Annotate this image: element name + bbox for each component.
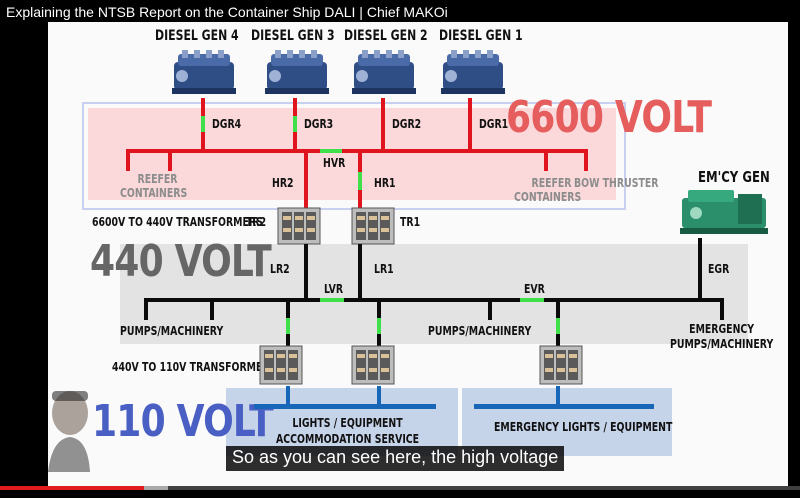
- dgr2-label: DGR2: [392, 117, 422, 131]
- transformer-icon: [351, 345, 395, 385]
- transformer-lv-label: 440V TO 110V TRANSFORMERS: [112, 360, 277, 374]
- egr-feeder: [698, 238, 702, 298]
- zone-110-right: [462, 388, 672, 456]
- breaker-dgr3: [293, 116, 297, 132]
- presenter-avatar: [48, 391, 90, 472]
- hr1-label: HR1: [374, 176, 396, 190]
- reefer-right-line-1: REEFER: [531, 176, 572, 190]
- lv-branch: [720, 298, 724, 320]
- emcy-gen-label: EM'CY GEN: [698, 168, 770, 186]
- diesel-engine-icon: [352, 50, 416, 94]
- breaker-dgr1: [468, 116, 472, 132]
- lv-branch: [144, 298, 148, 320]
- subtitle-caption: So as you can see here, the high voltage: [226, 446, 565, 471]
- pumps-mid-label: PUMPS/MACHINERY: [428, 324, 532, 338]
- hvr-label: HVR: [323, 156, 346, 170]
- transformer-icon: [259, 345, 303, 385]
- zone-6600: [88, 108, 616, 200]
- transformer-icon: [277, 207, 321, 245]
- breaker-dgr2: [381, 116, 385, 132]
- elv-feeder: [556, 386, 560, 406]
- zone-440: [120, 244, 748, 344]
- voltage-110-label: 110 VOLT: [92, 396, 274, 447]
- tr1-label: TR1: [400, 215, 421, 229]
- lights-service-line-1: LIGHTS / EQUIPMENT: [292, 416, 403, 430]
- reefer-left-line-2: CONTAINERS: [120, 186, 188, 200]
- gen-label-1: DIESEL GEN 1: [439, 28, 523, 44]
- reefer-right-line-2: CONTAINERS: [514, 190, 582, 204]
- lv-branch: [488, 298, 492, 320]
- diesel-engine-icon: [172, 50, 236, 94]
- hv-bus-right: [342, 149, 588, 153]
- progress-played: [0, 486, 144, 490]
- breaker-hr2: [304, 172, 308, 190]
- emergency-pumps-line-2: PUMPS/MACHINERY: [670, 337, 774, 351]
- video-frame[interactable]: 6600 VOLT 440 VOLT 110 VOLT DIESEL GEN 4…: [48, 22, 788, 486]
- reefer-left-label: REEFER CONTAINERS: [120, 172, 187, 200]
- reefer-right-label: REEFER CONTAINERS: [514, 176, 581, 204]
- transformer-hv-label: 6600V TO 440V TRANSFORMERS: [92, 215, 263, 229]
- breaker-lr1: [358, 256, 362, 274]
- breaker-lv-to-elv: [286, 318, 290, 334]
- pumps-left-label: PUMPS/MACHINERY: [120, 324, 224, 338]
- voltage-440-label: 440 VOLT: [90, 236, 272, 287]
- breaker-hvr: [320, 149, 342, 153]
- dgr3-label: DGR3: [304, 117, 334, 131]
- hv-branch: [584, 149, 588, 171]
- video-progress-bar[interactable]: [0, 486, 800, 490]
- progress-buffered: [144, 486, 168, 490]
- lv-bus-mid: [344, 298, 520, 302]
- breaker-lv-to-elv: [556, 318, 560, 334]
- gen-label-2: DIESEL GEN 2: [344, 28, 428, 44]
- bow-thruster-label: BOW THRUSTER: [574, 176, 659, 190]
- dgr1-label: DGR1: [479, 117, 509, 131]
- reefer-left-line-1: REEFER: [137, 172, 178, 186]
- elv-feeder: [377, 386, 381, 406]
- lv-bus-emergency: [544, 298, 722, 302]
- lv-bus-left: [144, 298, 320, 302]
- hv-branch: [544, 149, 548, 171]
- tr2-label: TR2: [246, 215, 267, 229]
- lights-service-line-2: ACCOMMODATION SERVICE: [276, 432, 420, 446]
- elv-bus-emergency: [474, 404, 654, 409]
- zone-110-left: [226, 388, 458, 456]
- lr1-label: LR1: [374, 262, 394, 276]
- hr2-label: HR2: [272, 176, 294, 190]
- breaker-lv-to-elv: [377, 318, 381, 334]
- transformer-icon: [539, 345, 583, 385]
- elv-bus-service: [254, 404, 436, 409]
- video-title[interactable]: Explaining the NTSB Report on the Contai…: [6, 4, 448, 20]
- evr-label: EVR: [524, 282, 545, 296]
- voltage-6600-label: 6600 VOLT: [506, 92, 712, 143]
- lights-service-label: LIGHTS / EQUIPMENT ACCOMMODATION SERVICE: [276, 415, 419, 447]
- diesel-engine-icon: [441, 50, 505, 94]
- gen-label-3: DIESEL GEN 3: [251, 28, 335, 44]
- diesel-engine-icon: [265, 50, 329, 94]
- emergency-pumps-label: EMERGENCY PUMPS/MACHINERY: [670, 322, 773, 352]
- egr-label: EGR: [708, 262, 730, 276]
- hv-branch: [168, 149, 172, 171]
- breaker-dgr4: [201, 116, 205, 132]
- hv-branch: [126, 149, 130, 171]
- breaker-evr: [520, 298, 544, 302]
- gen-label-4: DIESEL GEN 4: [155, 28, 239, 44]
- lv-branch: [210, 298, 214, 320]
- hv-bus-left: [126, 149, 320, 153]
- breaker-lvr: [320, 298, 344, 302]
- breaker-hr1: [358, 172, 362, 190]
- lr2-label: LR2: [270, 262, 290, 276]
- emergency-generator-icon: [680, 190, 768, 234]
- emergency-lights-label: EMERGENCY LIGHTS / EQUIPMENT: [494, 420, 673, 434]
- dgr4-label: DGR4: [212, 117, 242, 131]
- lvr-label: LVR: [324, 282, 344, 296]
- transformer-icon: [351, 207, 395, 245]
- emergency-pumps-line-1: EMERGENCY: [689, 322, 755, 336]
- breaker-lr2: [304, 256, 308, 274]
- elv-feeder: [286, 386, 290, 406]
